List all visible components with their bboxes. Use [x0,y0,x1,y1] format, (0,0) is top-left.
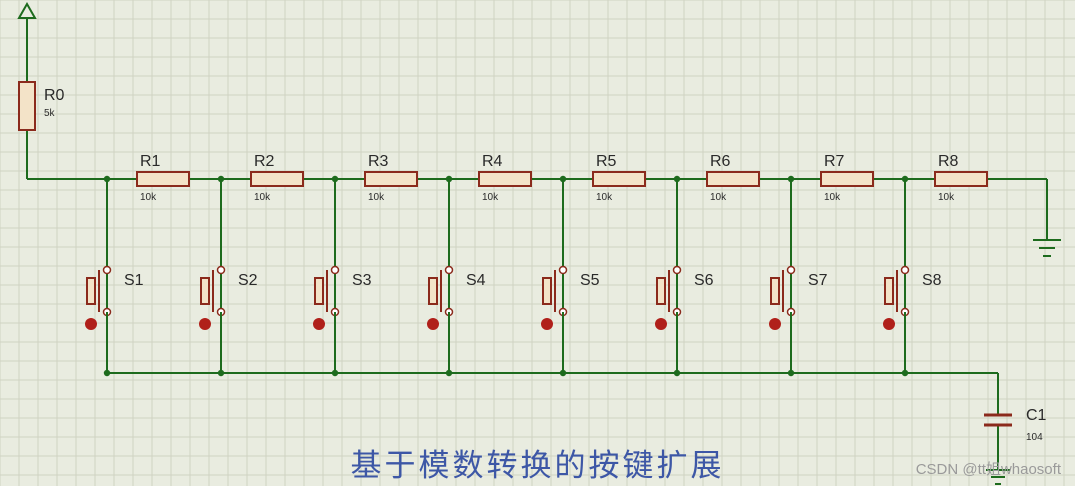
resistor-label: R7 [824,153,845,170]
switch-s7: S7 [768,265,828,331]
resistor-value: 10k [938,192,955,203]
resistor-ladder: R1 10k R2 10k R3 10k R4 10k R5 10k [136,153,988,203]
junction-dot [217,175,225,183]
switch-s8: S8 [882,265,942,331]
switch-s3: S3 [312,265,372,331]
resistor-value: 10k [140,192,157,203]
switch-s6: S6 [654,265,714,331]
r0-value: 5k [44,108,56,119]
capacitor-c1: C1 104 [984,407,1047,443]
resistor-r3: R3 10k [364,153,418,203]
diagram-caption: 基于模数转换的按键扩展 [350,448,725,484]
junction-dot [673,175,681,183]
resistor-label: R4 [482,153,503,170]
switch-label: S1 [124,272,144,289]
resistor-value: 10k [824,192,841,203]
junction-dot [559,175,567,183]
switch-label: S6 [694,272,714,289]
junction-dot [331,175,339,183]
c1-value: 104 [1026,432,1043,443]
resistor-label: R2 [254,153,275,170]
junction-dot [331,369,339,377]
resistor-r7: R7 10k [820,153,874,203]
switch-label: S4 [466,272,486,289]
junction-dots [103,175,909,377]
resistor-value: 10k [596,192,613,203]
junction-dot [787,175,795,183]
resistor-value: 10k [254,192,271,203]
junction-dot [559,369,567,377]
switch-s2: S2 [198,265,258,331]
junction-dot [673,369,681,377]
resistor-label: R8 [938,153,959,170]
junction-dot [901,369,909,377]
switch-s1: S1 [84,265,144,331]
junction-dot [103,369,111,377]
switch-s4: S4 [426,265,486,331]
resistor-value: 10k [482,192,499,203]
resistor-r0: R0 5k [18,81,65,131]
switch-row: S1 S2 S3 S4 S5 S6 [84,265,942,331]
resistor-value: 10k [710,192,727,203]
switch-label: S8 [922,272,942,289]
r0-label: R0 [44,87,65,104]
switch-s5: S5 [540,265,600,331]
switch-label: S5 [580,272,600,289]
resistor-label: R1 [140,153,161,170]
resistor-r1: R1 10k [136,153,190,203]
ground-icon [1033,239,1061,257]
wires [26,130,1048,470]
junction-dot [217,369,225,377]
resistor-label: R6 [710,153,731,170]
resistor-r4: R4 10k [478,153,532,203]
junction-dot [787,369,795,377]
resistor-label: R5 [596,153,617,170]
c1-label: C1 [1026,407,1047,424]
resistor-r8: R8 10k [934,153,988,203]
resistor-label: R3 [368,153,389,170]
watermark: CSDN @tt姐whaosoft [915,461,1061,478]
junction-dot [445,175,453,183]
capacitor-ground-icon [986,469,1010,485]
resistor-r2: R2 10k [250,153,304,203]
resistor-r5: R5 10k [592,153,646,203]
switch-label: S3 [352,272,372,289]
resistor-r6: R6 10k [706,153,760,203]
switch-label: S7 [808,272,828,289]
junction-dot [445,369,453,377]
junction-dot [901,175,909,183]
junction-dot [103,175,111,183]
resistor-value: 10k [368,192,385,203]
switch-label: S2 [238,272,258,289]
supply-terminal-icon [17,1,37,82]
